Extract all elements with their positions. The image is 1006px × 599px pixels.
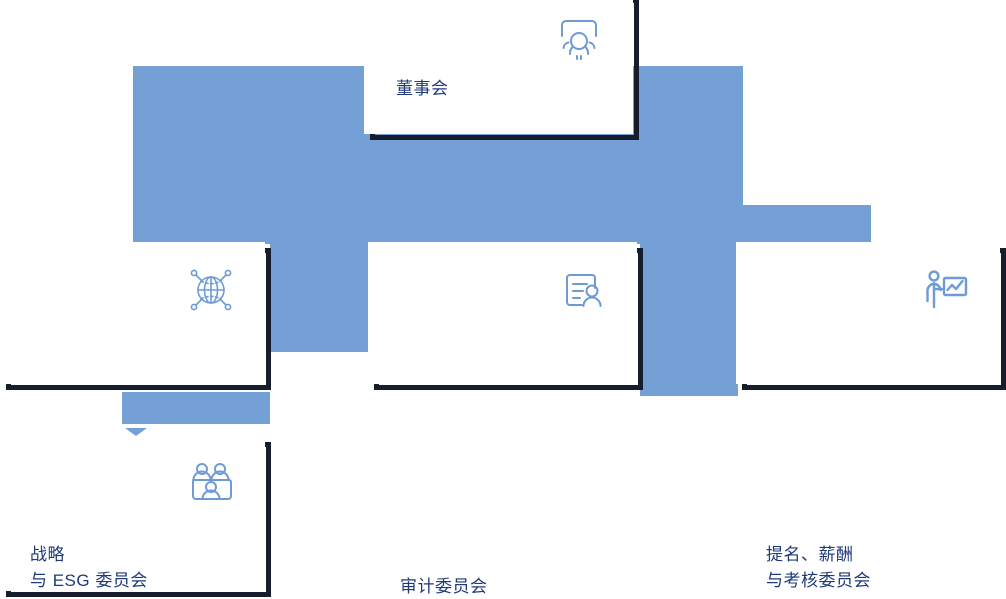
- card-face: [368, 242, 637, 384]
- card-face: [0, 242, 265, 384]
- card-face: [736, 242, 1000, 384]
- card-face: [364, 0, 633, 134]
- group-people-icon: [553, 14, 605, 66]
- node-card-sustainability-office[interactable]: 可持续发展办公室: [0, 436, 271, 597]
- node-card-nomination[interactable]: 提名、薪酬 与考核委员会: [736, 242, 1006, 590]
- connector-right-step: [743, 205, 871, 244]
- arrow-down-icon: [125, 428, 147, 436]
- node-label: 董事会: [396, 79, 449, 98]
- node-card-audit[interactable]: 审计委员会: [368, 242, 643, 596]
- card-face: [0, 436, 265, 591]
- document-person-icon: [557, 264, 609, 316]
- presenter-chart-icon: [920, 264, 972, 316]
- team-three-people-icon: [185, 458, 237, 510]
- node-card-board[interactable]: 董事会: [364, 0, 639, 140]
- globe-network-icon: [185, 264, 237, 316]
- connector-nomination-drop: [640, 244, 738, 396]
- node-card-strategy-esg[interactable]: 战略 与 ESG 委员会: [0, 242, 271, 590]
- node-label: 战略 与 ESG 委员会: [30, 545, 148, 590]
- connector-to-sustainability-office: [122, 392, 270, 424]
- node-label: 审计委员会: [400, 577, 488, 596]
- connector-strategy-drop: [270, 244, 368, 352]
- node-label: 提名、薪酬 与考核委员会: [766, 545, 871, 590]
